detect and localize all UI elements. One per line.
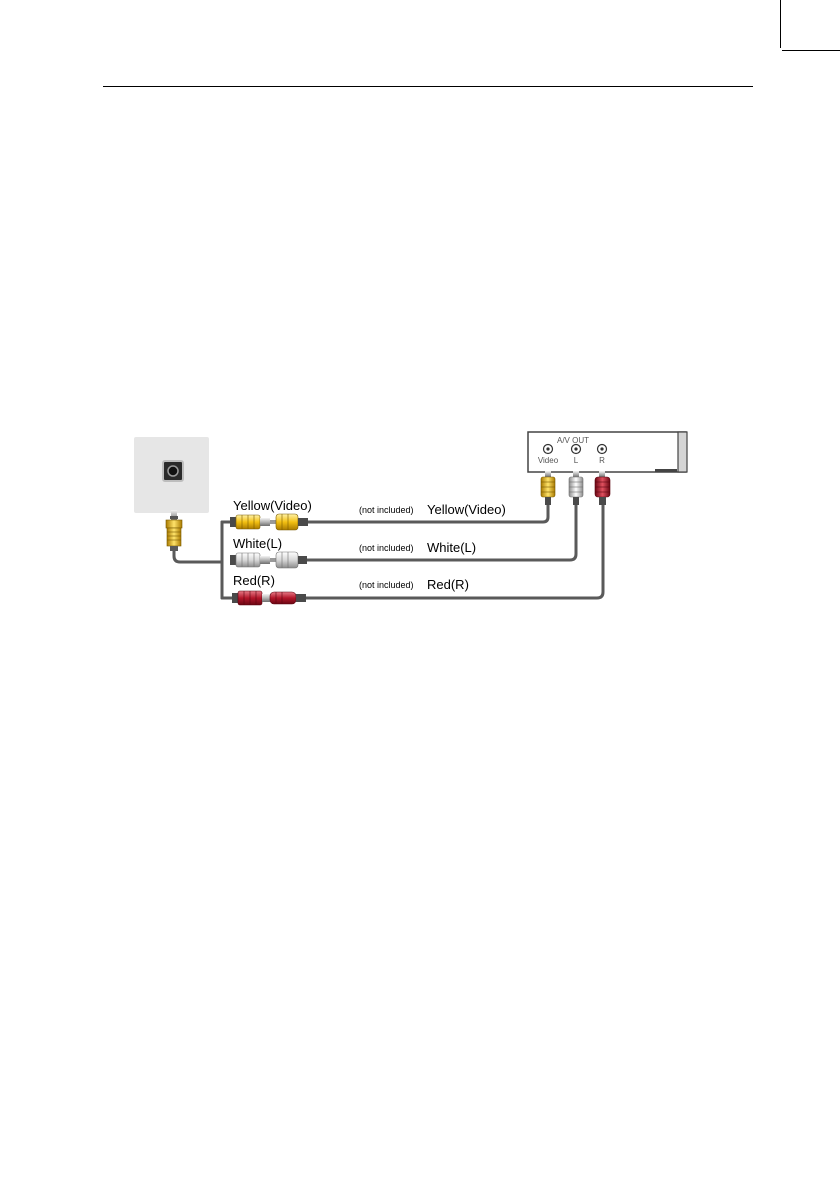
device-plug-yellow bbox=[541, 471, 555, 505]
left-label-red: Red(R) bbox=[233, 573, 275, 588]
rca-pair-white bbox=[230, 552, 307, 568]
left-label-yellow: Yellow(Video) bbox=[233, 498, 312, 513]
rca-pair-red bbox=[232, 591, 306, 605]
wall-plate bbox=[134, 437, 209, 513]
middle-label-white: (not included) bbox=[359, 543, 414, 553]
av-device bbox=[528, 432, 687, 472]
middle-label-yellow: (not included) bbox=[359, 505, 414, 515]
rca-pair-yellow bbox=[230, 514, 308, 530]
right-label-yellow: Yellow(Video) bbox=[427, 502, 506, 517]
left-label-white: White(L) bbox=[233, 536, 282, 551]
device-plug-white bbox=[569, 471, 583, 505]
port-label-l: L bbox=[574, 456, 579, 465]
port-label-r: R bbox=[599, 456, 605, 465]
middle-label-red: (not included) bbox=[359, 580, 414, 590]
device-header-label: A/V OUT bbox=[557, 436, 589, 445]
port-label-video: Video bbox=[538, 456, 559, 465]
right-label-white: White(L) bbox=[427, 540, 476, 555]
device-plug-red bbox=[595, 471, 610, 505]
cable-wall-plug bbox=[174, 546, 222, 562]
wall-plug-yellow bbox=[166, 510, 182, 551]
right-label-red: Red(R) bbox=[427, 577, 469, 592]
